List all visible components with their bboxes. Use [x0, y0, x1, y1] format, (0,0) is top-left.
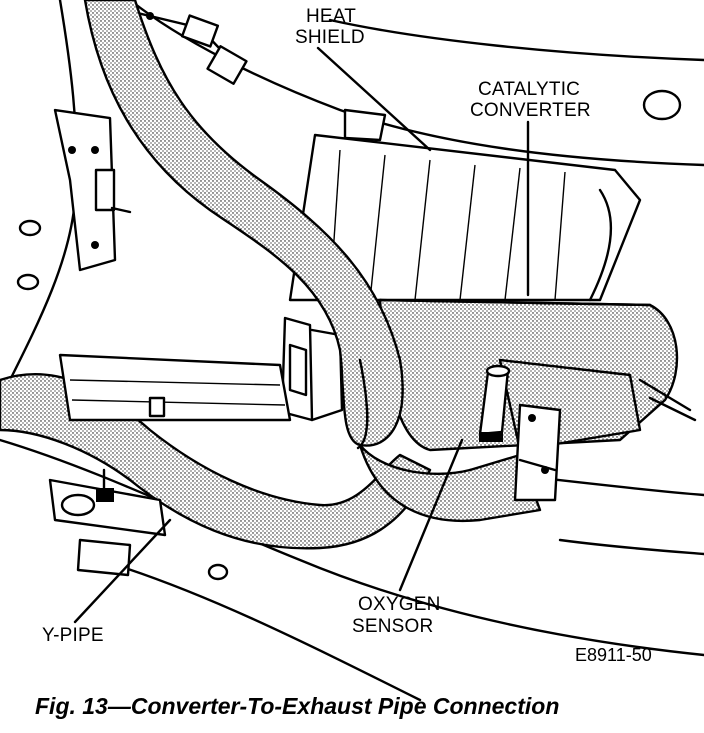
figure-code: E8911-50 — [575, 645, 652, 665]
converter-hanger — [513, 403, 562, 502]
heat-shield-label-line2: SHIELD — [295, 27, 365, 48]
y-pipe-label: Y-PIPE — [42, 625, 104, 646]
catalytic-label-line1: CATALYTIC — [478, 79, 580, 100]
wiring-harness — [123, 8, 248, 85]
oxygen-sensor-leader — [398, 438, 464, 592]
leader-lines — [73, 46, 530, 624]
heat-shield-label-line1: HEAT — [306, 6, 356, 27]
oxygen-sensor — [478, 364, 511, 442]
figure-caption: Fig. 13—Converter-To-Exhaust Pipe Connec… — [35, 693, 559, 719]
callout-labels: HEAT SHIELD CATALYTIC CONVERTER OXYGEN S… — [42, 6, 591, 646]
y-pipe-leader — [73, 518, 172, 624]
catalytic-label-line2: CONVERTER — [470, 100, 591, 121]
converter-flange — [280, 316, 344, 422]
oxygen-label-line1: OXYGEN — [358, 594, 441, 615]
mounting-bracket — [53, 108, 132, 272]
frame-rail — [58, 353, 292, 422]
pipe-clamp — [48, 468, 167, 577]
heat-shield-leader — [316, 46, 432, 152]
oxygen-label-line2: SENSOR — [352, 616, 433, 637]
